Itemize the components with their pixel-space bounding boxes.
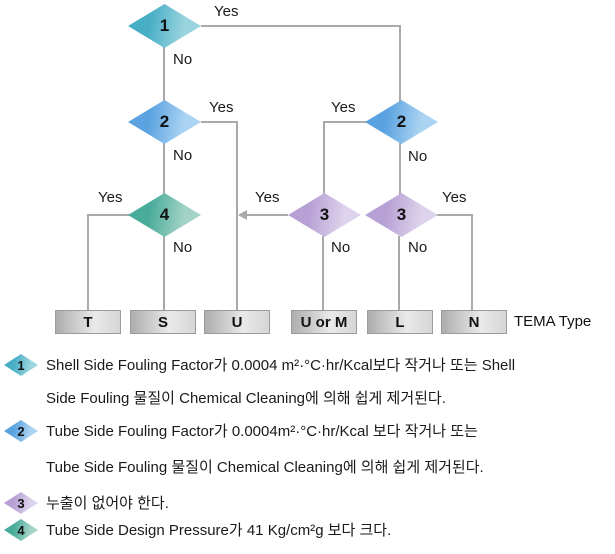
- connector-d2l-yes: [201, 121, 238, 123]
- legend-item-4-line-1: Tube Side Design Pressure가 41 Kg/cm²g 보다…: [46, 522, 392, 539]
- decision-node-3-left-label: 3: [319, 205, 330, 224]
- tema-box-u: U: [204, 310, 270, 334]
- legend-icon-3: 3: [4, 492, 38, 514]
- decision-node-3-left: 3: [288, 193, 361, 237]
- legend-icon-4-num: 4: [17, 522, 25, 538]
- legend-icon-2: 2: [4, 420, 38, 442]
- connector-d2r-no: [399, 143, 401, 195]
- decision-node-3-right: 3: [365, 193, 438, 237]
- yes-label-d4: Yes: [96, 189, 125, 206]
- connector-d2r-yes: [324, 121, 367, 123]
- no-label-d3-right: No: [406, 239, 430, 256]
- decision-node-3-right-label: 3: [396, 205, 407, 224]
- tema-type-caption: TEMA Type: [514, 313, 592, 330]
- arrowhead-d3l-yes: [238, 210, 247, 220]
- legend-icon-4: 4: [4, 519, 38, 541]
- no-label-d4: No: [171, 239, 195, 256]
- decision-node-2-right: 2: [365, 100, 438, 144]
- decision-node-2-right-label: 2: [396, 112, 407, 131]
- tema-box-u-or-m: U or M: [291, 310, 357, 334]
- decision-node-4: 4: [128, 193, 201, 237]
- connector-d2r-yes-drop: [323, 121, 325, 195]
- legend-item-1-line-2: Side Fouling 물질이 Chemical Cleaning에 의해 쉽…: [46, 390, 446, 407]
- tema-box-n: N: [441, 310, 507, 334]
- legend-icon-2-num: 2: [17, 423, 25, 439]
- connector-d1-no: [163, 47, 165, 102]
- legend-item-3-line-1: 누출이 없어야 한다.: [46, 495, 169, 512]
- tema-box-t: T: [55, 310, 121, 334]
- yes-label-d3-left: Yes: [253, 189, 282, 206]
- decision-node-1-label: 1: [159, 16, 170, 35]
- tema-box-l: L: [367, 310, 433, 334]
- connector-d1-yes: [201, 25, 401, 27]
- legend-icon-1-num: 1: [17, 357, 25, 373]
- connector-d3l-yes: [246, 214, 288, 216]
- tema-box-s: S: [130, 310, 196, 334]
- decision-node-2-left-label: 2: [159, 112, 170, 131]
- no-label-d2-left: No: [171, 147, 195, 164]
- connector-n-drop: [471, 214, 473, 311]
- no-label-d2-right: No: [406, 148, 430, 165]
- connector-d2l-no: [163, 143, 165, 195]
- legend-item-1-line-1: Shell Side Fouling Factor가 0.0004 m²·°C·…: [46, 357, 516, 374]
- legend-icon-1: 1: [4, 354, 38, 376]
- legend-item-2-line-1: Tube Side Fouling Factor가 0.0004m²·°C·hr…: [46, 423, 478, 440]
- yes-label-d1: Yes: [212, 3, 241, 20]
- connector-u-drop: [236, 121, 238, 311]
- connector-d1-yes-drop: [399, 25, 401, 102]
- decision-node-2-left: 2: [128, 100, 201, 144]
- connector-t-drop: [87, 214, 89, 311]
- decision-node-1: 1: [128, 4, 201, 48]
- yes-label-d3-right: Yes: [440, 189, 469, 206]
- legend-icon-3-num: 3: [17, 495, 25, 511]
- yes-label-d2-left: Yes: [207, 99, 236, 116]
- connector-d3r-yes: [434, 214, 473, 216]
- connector-d4-yes: [88, 214, 129, 216]
- yes-label-d2-right: Yes: [329, 99, 358, 116]
- no-label-d1: No: [171, 51, 195, 68]
- decision-node-4-label: 4: [159, 205, 170, 224]
- connector-d3l-no: [322, 236, 324, 311]
- legend-item-2-line-2: Tube Side Fouling 물질이 Chemical Cleaning에…: [46, 459, 484, 476]
- connector-d4-no: [163, 236, 165, 311]
- connector-d3r-no: [398, 236, 400, 311]
- no-label-d3-left: No: [329, 239, 353, 256]
